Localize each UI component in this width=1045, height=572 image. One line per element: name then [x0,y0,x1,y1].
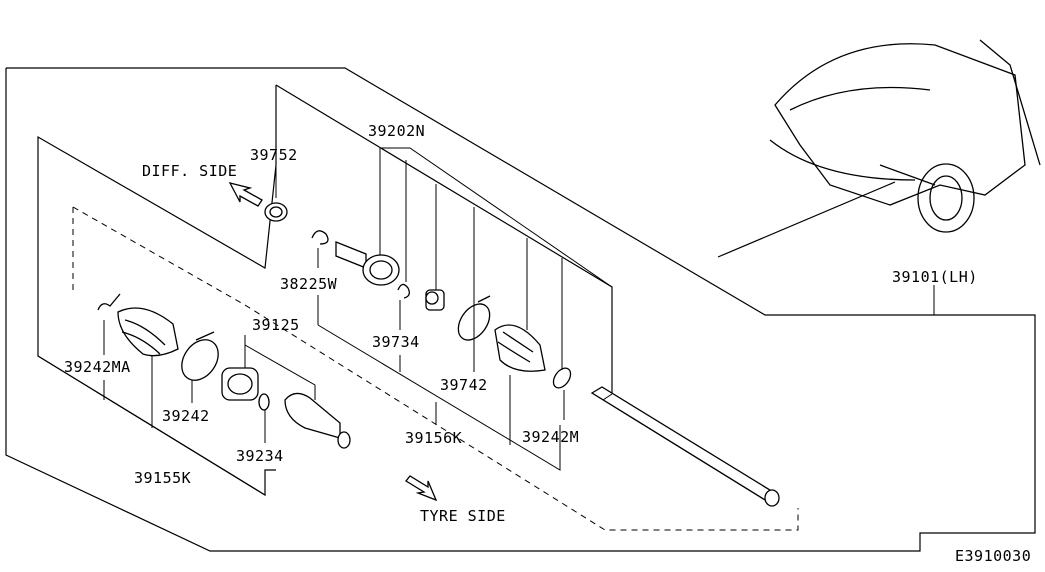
inner-joint-housing [335,241,400,286]
label-38225w: 38225W [280,275,338,293]
label-39742: 39742 [440,376,488,394]
label-39734: 39734 [372,333,420,351]
label-diff-side: DIFF. SIDE [142,162,237,180]
label-39242m: 39242M [522,428,579,446]
seal-part [264,202,288,222]
diff-side-arrow-icon [228,182,263,207]
label-39242: 39242 [162,407,210,425]
inner-boot-part [494,324,546,372]
outer-boot-part [117,307,179,357]
band-inner-part [457,303,491,341]
outer-joint-housing-part [284,392,351,449]
label-39752: 39752 [250,146,298,164]
label-tyre-side: TYRE SIDE [420,507,506,525]
drive-shaft-part [590,386,780,507]
tripod-part [425,289,445,311]
label-39155k: 39155K [134,469,191,487]
inner-kit-boundary [37,85,277,497]
assembly-boundary [5,67,1036,552]
label-39156k: 39156K [405,429,462,447]
vehicle-illustration [717,39,1041,258]
label-39101-lh: 39101(LH) [892,268,978,286]
label-39234: 39234 [236,447,284,465]
outer-joint-part [221,367,259,401]
diagram-code: E3910030 [955,547,1031,565]
tyre-side-arrow-icon [405,475,438,502]
label-39125: 39125 [252,316,300,334]
label-39202n: 39202N [368,122,425,140]
label-39242ma: 39242MA [64,358,131,376]
